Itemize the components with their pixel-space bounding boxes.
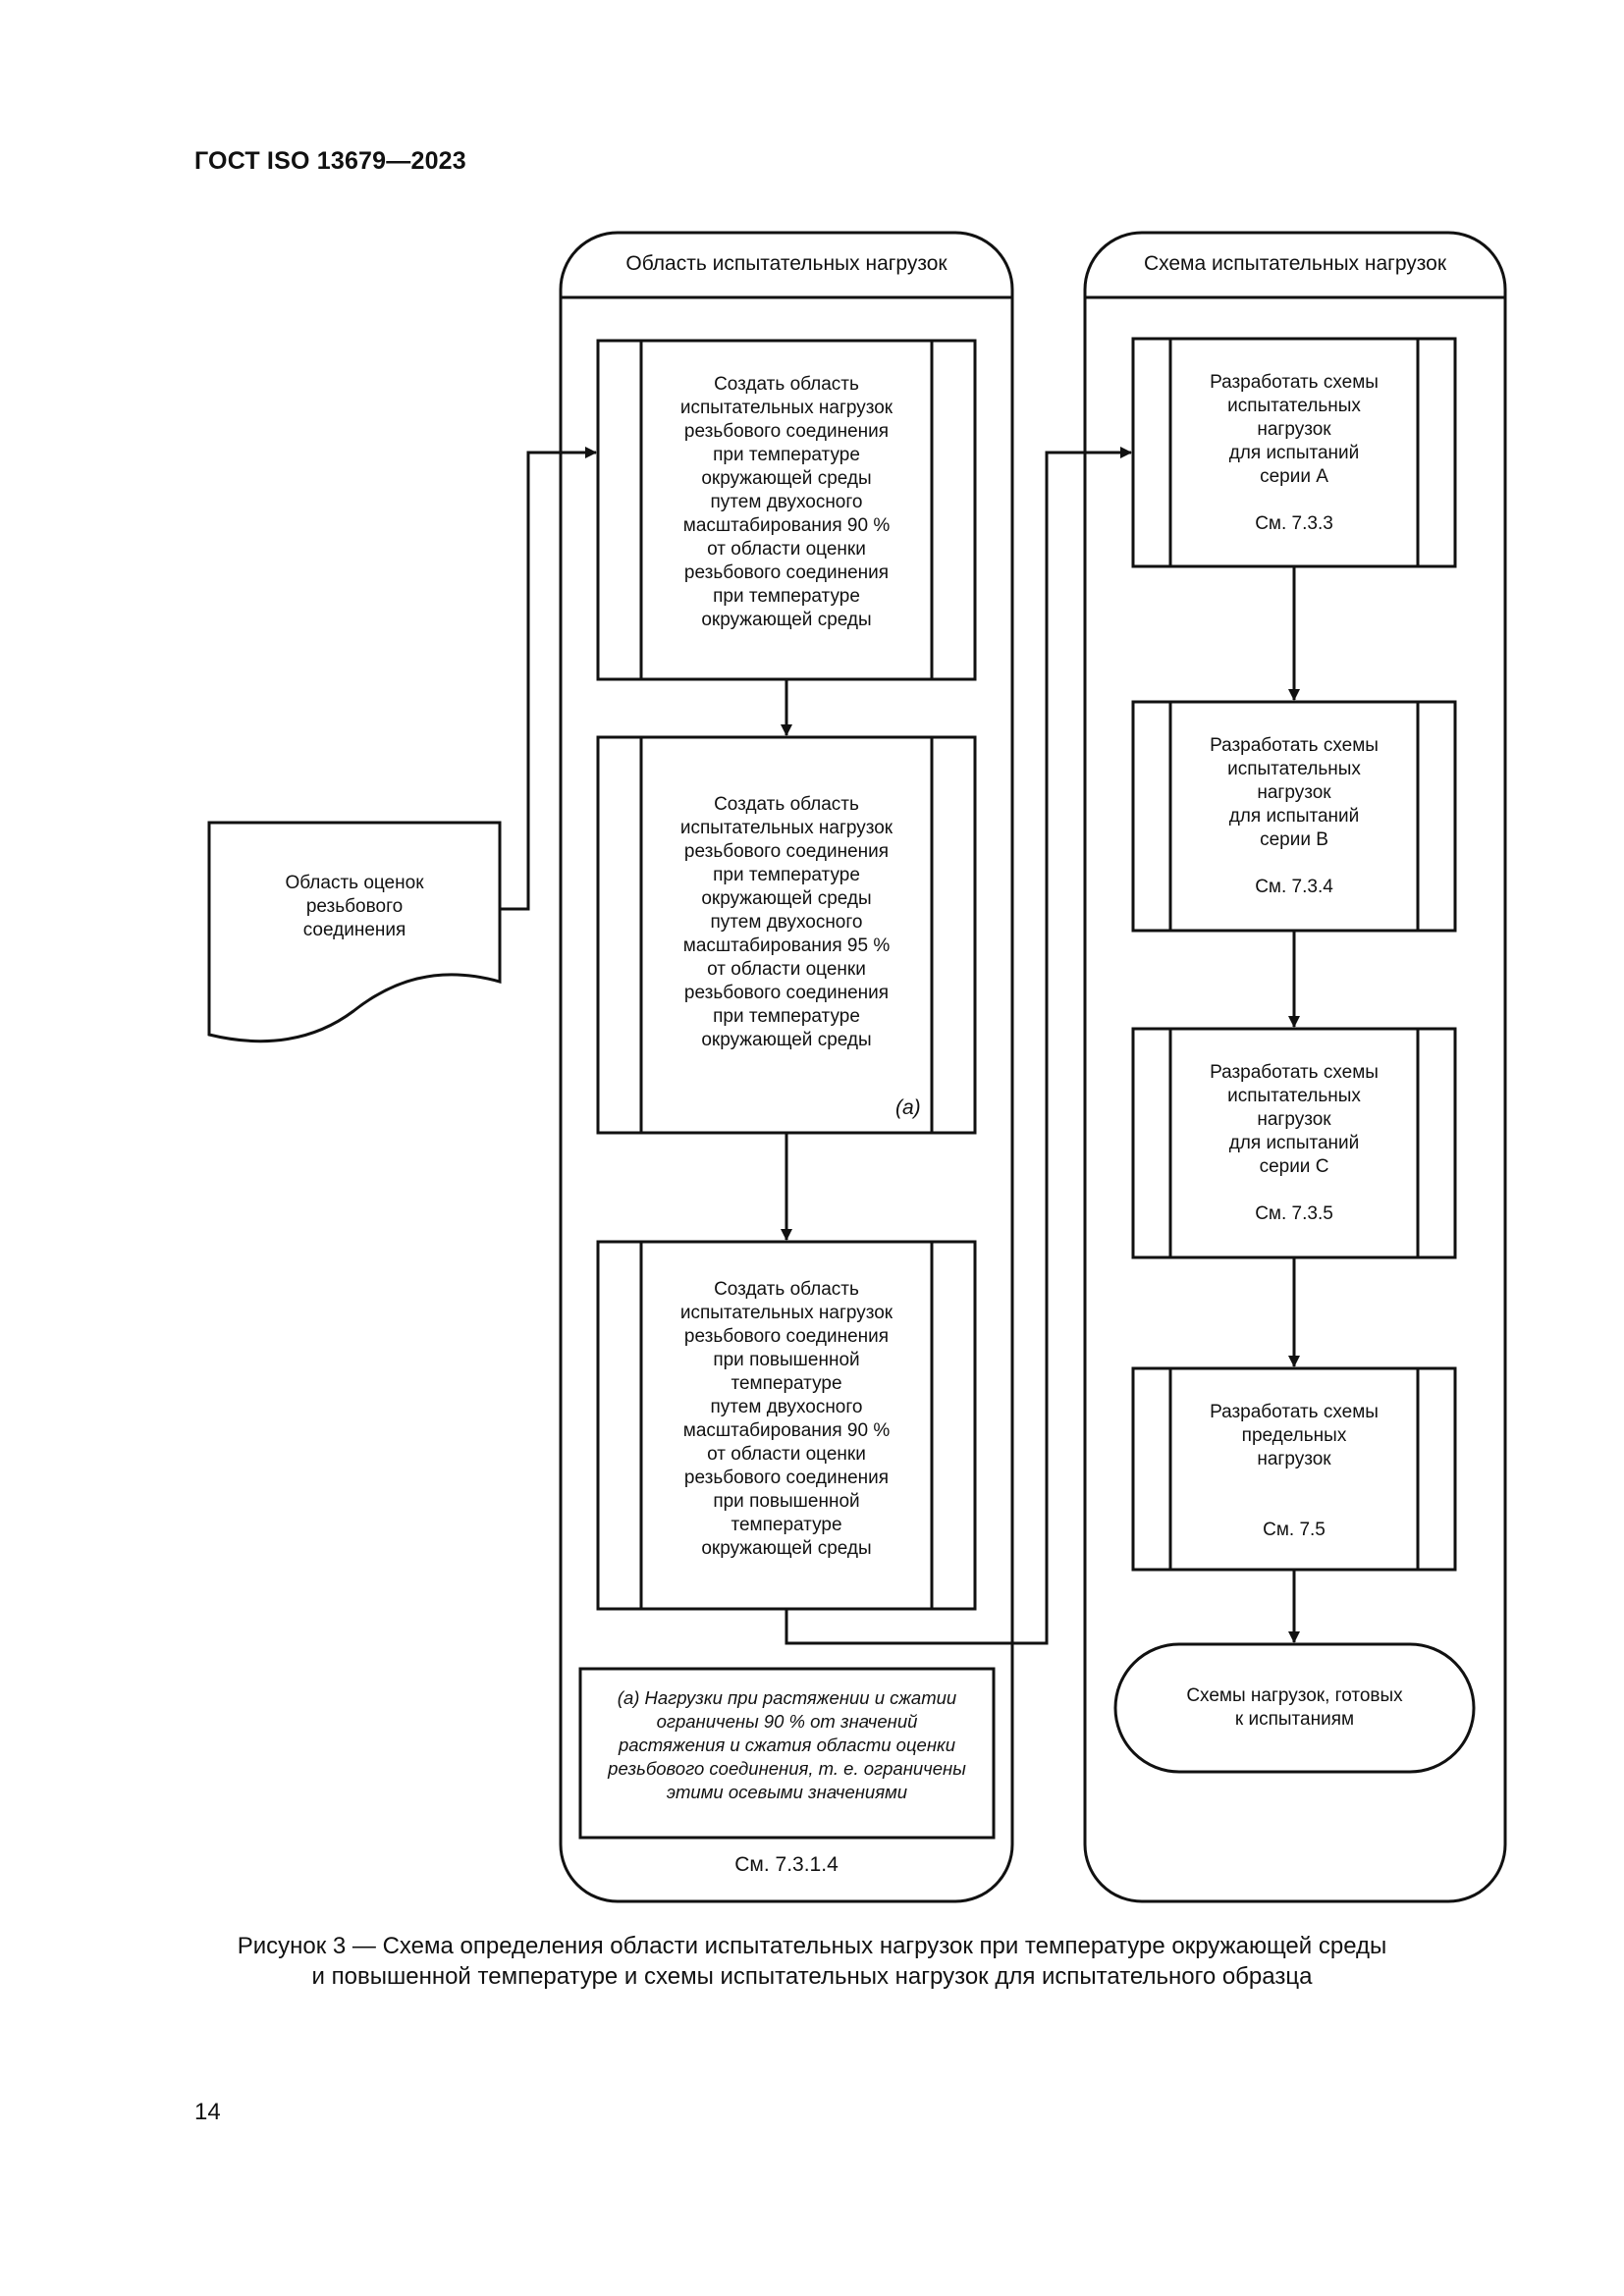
process-box-limit-loads-line: нагрузок [1257, 1449, 1331, 1469]
process-box-series-c-line: нагрузок [1257, 1109, 1331, 1130]
input-document: Область оценок резьбового соединения [209, 860, 500, 954]
process-box-3-line: испытательных нагрузок [679, 1303, 893, 1323]
process-box-series-c-line: для испытаний [1228, 1133, 1360, 1153]
process-box-3-line: температуре [731, 1373, 842, 1394]
figure-caption: Рисунок 3 — Схема определения области ис… [147, 1931, 1477, 1992]
note-box-shape [578, 1667, 996, 1840]
process-box-2-line: окружающей среды [701, 1030, 872, 1050]
lane-right-title: Схема испытательных нагрузок [1143, 252, 1447, 275]
process-box-series-b-line: серии В [1260, 829, 1328, 850]
lane-left [559, 231, 1014, 1903]
input-document-line: Область оценок [285, 873, 424, 893]
process-box-3-line: масштабирования 90 % [682, 1420, 891, 1441]
process-box-series-a-line: для испытаний [1228, 443, 1360, 463]
terminal-line: к испытаниям [1234, 1709, 1355, 1730]
process-box-series-b-line: Разработать схемы [1210, 735, 1379, 756]
process-box-series-c-line: серии С [1259, 1156, 1329, 1177]
process-box-series-c: Разработать схемы испытательных нагрузок… [1170, 1061, 1418, 1226]
process-box-3-line: при повышенной [713, 1491, 860, 1512]
document-header: ГОСТ ISO 13679—2023 [194, 147, 466, 175]
process-box-series-a-reference: См. 7.3.3 [1255, 513, 1333, 534]
note-line: ограничены 90 % от значений [656, 1711, 918, 1732]
process-box-3: Создать область испытательных нагрузок р… [641, 1278, 932, 1569]
process-box-1-line: путем двухосного [710, 492, 863, 512]
process-box-series-a-line: Разработать схемы [1210, 372, 1379, 393]
process-box-2-line: при температуре [713, 865, 860, 885]
process-box-series-b-line: для испытаний [1228, 806, 1360, 827]
process-box-1-line: от области оценки [707, 539, 866, 560]
process-box-3-line: Создать область [714, 1279, 859, 1300]
process-box-2-line: испытательных нагрузок [679, 818, 893, 838]
process-box-series-b-line: нагрузок [1257, 782, 1331, 803]
process-box-series-c-reference: См. 7.3.5 [1255, 1203, 1333, 1224]
process-box-2: Создать область испытательных нагрузок р… [641, 793, 932, 1060]
process-box-series-b-line: испытательных [1227, 759, 1361, 779]
process-box-2-line: резьбового соединения [683, 983, 890, 1003]
process-box-2-line: путем двухосного [710, 912, 863, 933]
process-box-limit-loads-reference: См. 7.5 [1263, 1520, 1326, 1540]
note-reference-mark: (a) [895, 1096, 921, 1119]
process-box-2-line: окружающей среды [701, 888, 872, 909]
process-box-1-line: окружающей среды [701, 610, 872, 630]
process-box-1-line: масштабирования 90 % [682, 515, 891, 536]
process-box-3-line: путем двухосного [710, 1397, 863, 1417]
process-box-1-line: резьбового соединения [683, 562, 890, 583]
terminal-shape [1113, 1642, 1476, 1774]
process-box-2-line: масштабирования 95 % [682, 935, 891, 956]
lane-right [1083, 231, 1507, 1903]
note-line: (a) Нагрузки при растяжении и сжатии [617, 1687, 957, 1708]
process-box-1-line: при температуре [713, 445, 860, 465]
process-box-2-line: от области оценки [707, 959, 866, 980]
process-box-series-a-line: нагрузок [1257, 419, 1331, 440]
process-box-series-a-line: испытательных [1227, 396, 1361, 416]
note-line: растяжения и сжатия области оценки [618, 1735, 956, 1755]
process-box-3-line: от области оценки [707, 1444, 866, 1465]
terminal-line: Схемы нагрузок, готовых [1186, 1685, 1403, 1706]
input-document-line: соединения [302, 920, 406, 940]
process-box-3-line: температуре [731, 1515, 842, 1535]
process-box-limit-loads-line: предельных [1241, 1425, 1347, 1446]
process-box-1-line: испытательных нагрузок [679, 398, 893, 418]
process-box-3-line: резьбового соединения [683, 1326, 890, 1347]
note-text: (a) Нагрузки при растяжении и сжатии огр… [580, 1686, 994, 1804]
process-box-1: Создать область испытательных нагрузок р… [641, 373, 932, 640]
process-box-3-line: резьбового соединения [683, 1468, 890, 1488]
lane-left-reference: См. 7.3.1.4 [734, 1853, 839, 1876]
note-line: этими осевыми значениями [666, 1782, 908, 1802]
process-box-1-line: при температуре [713, 586, 860, 607]
process-box-series-c-line: Разработать схемы [1210, 1062, 1379, 1083]
process-box-series-b: Разработать схемы испытательных нагрузок… [1170, 734, 1418, 899]
arrow-input-to-box1 [500, 447, 597, 911]
process-box-2-line: Создать область [714, 794, 859, 815]
arrow-box3-to-seriesA [785, 447, 1132, 1645]
process-box-1-line: Создать область [714, 374, 859, 395]
process-box-series-c-line: испытательных [1227, 1086, 1361, 1106]
process-box-1-line: резьбового соединения [683, 421, 890, 442]
lane-left-title: Область испытательных нагрузок [625, 252, 947, 275]
process-box-series-b-reference: См. 7.3.4 [1255, 877, 1333, 897]
process-box-series-a: Разработать схемы испытательных нагрузок… [1170, 371, 1418, 536]
note-line: резьбового соединения, т. е. ограничены [608, 1758, 966, 1779]
process-box-3-line: окружающей среды [701, 1538, 872, 1559]
process-box-3-line: при повышенной [713, 1350, 860, 1370]
terminal: Схемы нагрузок, готовых к испытаниям [1115, 1644, 1474, 1772]
process-box-2-line: резьбового соединения [683, 841, 890, 862]
process-box-1-line: окружающей среды [701, 468, 872, 489]
process-box-2-line: при температуре [713, 1006, 860, 1027]
process-box-limit-loads-line: Разработать схемы [1210, 1402, 1379, 1422]
page-number: 14 [194, 2099, 221, 2125]
figure-caption-line: и повышенной температуре и схемы испытат… [311, 1963, 1313, 1990]
figure-caption-line: Рисунок 3 — Схема определения области ис… [237, 1933, 1387, 1959]
process-box-limit-loads: Разработать схемы предельных нагрузок См… [1170, 1401, 1418, 1548]
input-document-shape [207, 821, 502, 1043]
input-document-line: резьбового [305, 896, 404, 917]
process-box-series-a-line: серии А [1260, 466, 1328, 487]
